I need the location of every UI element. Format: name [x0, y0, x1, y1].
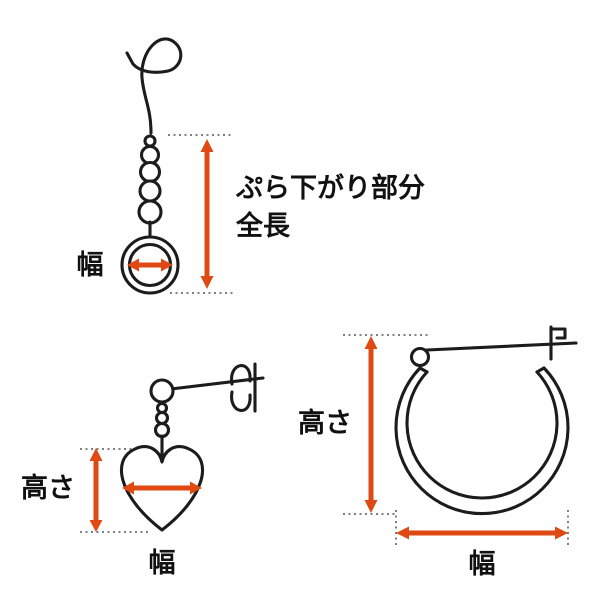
bead-2: [138, 160, 162, 184]
hoop-height-arrow: [364, 336, 378, 513]
hoop-hinge: [409, 346, 431, 368]
hook-width-label: 幅: [77, 250, 104, 281]
hoop-pin-wire: [425, 341, 578, 352]
stud-ball: [149, 378, 175, 404]
heart-height-arrow-head-top: [89, 448, 103, 461]
length-arrow: [200, 139, 214, 289]
hoop-width-arrow: [396, 526, 568, 540]
connector-loop: [143, 134, 157, 148]
hoop-width-arrow-head-left: [396, 526, 409, 540]
small-bead-2: [154, 410, 170, 426]
hook-length-label-line2: 全長: [235, 210, 291, 242]
hoop-width-guide-lines: [395, 510, 569, 548]
hoop-height-arrow-head-bottom: [364, 500, 378, 513]
ear-post: [169, 376, 265, 391]
butterfly-back-top-wing: [230, 364, 252, 386]
hoop-width-label: 幅: [469, 549, 496, 580]
butterfly-back-bottom-wing: [230, 390, 252, 412]
hoop-height-label: 高さ: [298, 407, 352, 439]
hoop-height-arrow-head-top: [364, 336, 378, 349]
heart-width-arrow-head-right: [190, 481, 202, 495]
bead-1: [139, 144, 161, 166]
hoop-earring-diagram: 高さ 幅: [298, 325, 578, 580]
hoop-width-arrow-head-right: [555, 526, 568, 540]
hoop-band-end-caps: [418, 366, 546, 374]
stud-height-label: 高さ: [21, 472, 75, 504]
heart-height-arrow: [89, 448, 103, 532]
hoop-clasp: [549, 325, 567, 361]
ear-hook-wire: [125, 37, 183, 135]
hoop-height-guide-lines: [343, 334, 430, 515]
hoop-outer-band: [394, 366, 570, 516]
ring-width-arrow: [127, 258, 173, 272]
length-arrow-head-top: [200, 139, 214, 152]
hook-length-label-line1: ぷら下がり部分: [235, 172, 425, 204]
hook-earring-diagram: 幅 ぷら下がり部分 全長: [77, 37, 425, 295]
ring-width-arrow-head-right: [161, 258, 173, 272]
stud-width-label: 幅: [149, 548, 176, 579]
heart-height-arrow-head-bottom: [89, 520, 103, 532]
bead-3: [138, 179, 162, 203]
hoop-inner-band: [405, 370, 559, 500]
bead-4: [137, 199, 163, 225]
heart-width-arrow: [122, 481, 202, 495]
ring-width-arrow-head-left: [127, 258, 139, 272]
heart-width-arrow-head-left: [122, 481, 134, 495]
height-guide-lines: [80, 448, 150, 533]
length-arrow-head-bottom: [200, 276, 214, 289]
stud-earring-diagram: 高さ 幅: [21, 362, 265, 579]
